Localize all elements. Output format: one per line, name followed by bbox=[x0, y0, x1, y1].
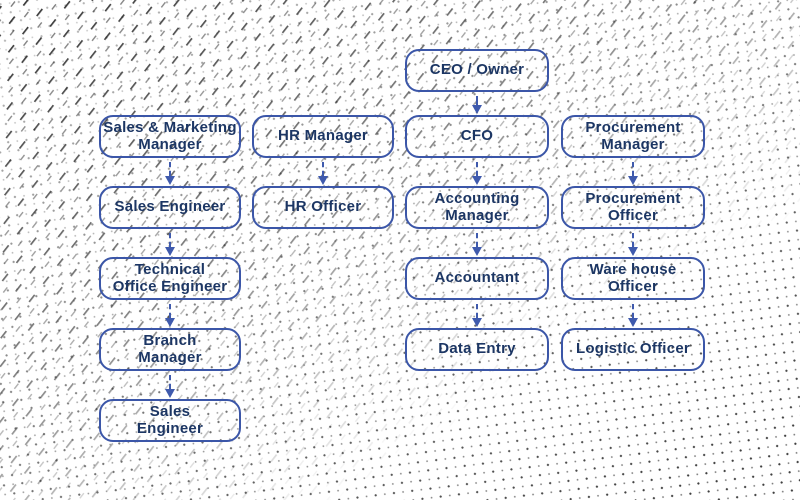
node-hr-manager: HR Manager bbox=[252, 115, 394, 158]
arrow-stem bbox=[632, 304, 634, 318]
node-label: HR Manager bbox=[277, 127, 369, 145]
arrow-head-icon bbox=[628, 247, 638, 256]
connector-arrow bbox=[99, 300, 241, 328]
column-sales: Sales & Marketing Manager Sales Engineer… bbox=[99, 115, 241, 442]
node-label: Accountant bbox=[434, 269, 520, 287]
node-sales-engineer: Sales Engineer bbox=[99, 186, 241, 229]
arrow-stem bbox=[169, 233, 171, 247]
connector-arrow bbox=[561, 158, 705, 186]
node-accounting-manager: Accounting Manager bbox=[405, 186, 549, 229]
node-label: Logistic Officer bbox=[575, 340, 691, 358]
node-procurement-manager: Procurement Manager bbox=[561, 115, 705, 158]
node-label: CFO bbox=[460, 127, 494, 145]
arrow-head-icon bbox=[472, 176, 482, 185]
node-logistic-officer: Logistic Officer bbox=[561, 328, 705, 371]
node-label: Procurement Manager bbox=[585, 119, 681, 153]
column-procurement: Procurement Manager Procurement Officer … bbox=[561, 115, 705, 371]
node-label: HR Officer bbox=[284, 198, 362, 216]
node-label: Sales Engineer bbox=[114, 198, 226, 216]
arrow-head-icon bbox=[628, 176, 638, 185]
arrow-head-icon bbox=[165, 389, 175, 398]
connector-arrow bbox=[405, 229, 549, 257]
node-label: Technical Office Engineer bbox=[112, 261, 228, 295]
node-sales-marketing-manager: Sales & Marketing Manager bbox=[99, 115, 241, 158]
connector-arrow bbox=[405, 300, 549, 328]
connector-arrow bbox=[99, 371, 241, 399]
arrow-stem bbox=[632, 162, 634, 176]
connector-arrow bbox=[99, 229, 241, 257]
arrow-head-icon bbox=[628, 318, 638, 327]
node-label: Ware house Officer bbox=[589, 261, 677, 295]
node-label: Procurement Officer bbox=[585, 190, 681, 224]
arrow-head-icon bbox=[472, 318, 482, 327]
node-label: Accounting Manager bbox=[434, 190, 520, 224]
arrow-head-icon bbox=[165, 176, 175, 185]
node-branch-sales-engineer: Sales Engineer bbox=[99, 399, 241, 442]
node-data-entry: Data Entry bbox=[405, 328, 549, 371]
arrow-head-icon bbox=[318, 176, 328, 185]
column-finance: CEO / Owner CFO Accounting Manager Accou… bbox=[405, 49, 549, 371]
arrow-stem bbox=[476, 162, 478, 176]
arrow-stem bbox=[632, 233, 634, 247]
arrow-stem bbox=[476, 304, 478, 318]
connector-arrow bbox=[561, 300, 705, 328]
connector-arrow bbox=[561, 229, 705, 257]
arrow-head-icon bbox=[472, 247, 482, 256]
connector-arrow bbox=[252, 158, 394, 186]
node-label: Sales Engineer bbox=[136, 403, 204, 437]
node-procurement-officer: Procurement Officer bbox=[561, 186, 705, 229]
arrow-stem bbox=[476, 233, 478, 247]
arrow-stem bbox=[476, 96, 478, 105]
connector-arrow bbox=[405, 158, 549, 186]
arrow-stem bbox=[322, 162, 324, 176]
connector-arrow bbox=[99, 158, 241, 186]
node-branch-manager: Branch Manager bbox=[99, 328, 241, 371]
arrow-stem bbox=[169, 304, 171, 318]
connector-arrow bbox=[405, 92, 549, 115]
arrow-head-icon bbox=[165, 318, 175, 327]
column-hr: HR Manager HR Officer bbox=[252, 115, 394, 229]
node-technical-office-engineer: Technical Office Engineer bbox=[99, 257, 241, 300]
node-label: CEO / Owner bbox=[429, 61, 525, 79]
arrow-stem bbox=[169, 375, 171, 389]
node-warehouse-officer: Ware house Officer bbox=[561, 257, 705, 300]
node-ceo-owner: CEO / Owner bbox=[405, 49, 549, 92]
node-label: Branch Manager bbox=[138, 332, 202, 366]
arrow-head-icon bbox=[472, 105, 482, 114]
node-label: Data Entry bbox=[438, 340, 516, 358]
node-label: Sales & Marketing Manager bbox=[103, 119, 237, 153]
node-hr-officer: HR Officer bbox=[252, 186, 394, 229]
node-cfo: CFO bbox=[405, 115, 549, 158]
arrow-head-icon bbox=[165, 247, 175, 256]
arrow-stem bbox=[169, 162, 171, 176]
node-accountant: Accountant bbox=[405, 257, 549, 300]
